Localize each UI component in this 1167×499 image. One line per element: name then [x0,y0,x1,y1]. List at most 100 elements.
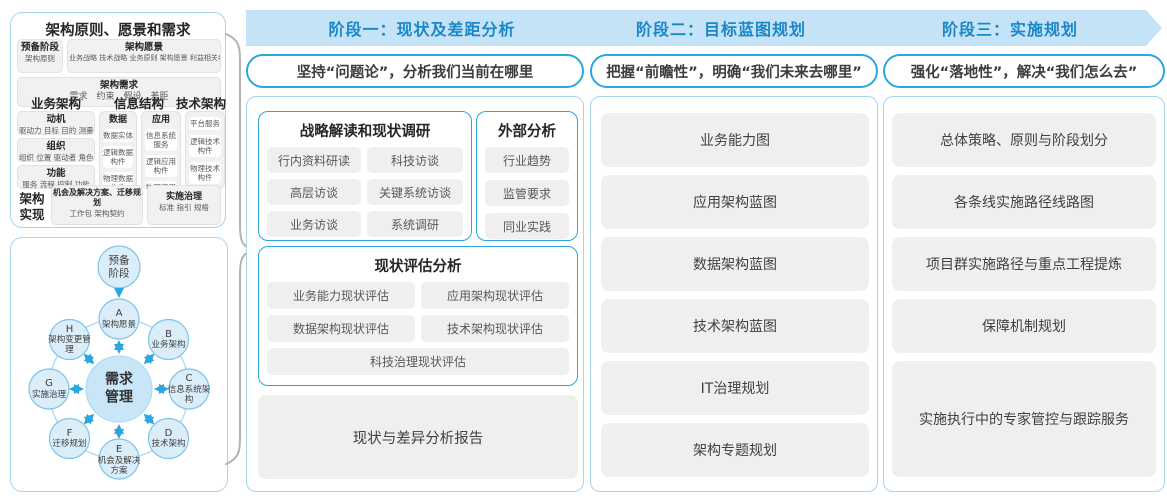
adm-node-d-letter: D [164,427,173,439]
phase1-column: 战略解读和现状调研 行内资料研读 科技访谈 高层访谈 关键系统访谈 业务访谈 系… [246,96,584,492]
survey-item: 业务访谈 [267,211,362,237]
adm-node-c-label: 信息系统架构 [167,384,211,405]
phase1-external-group: 外部分析 行业趋势 监管要求 同业实践 [476,111,578,241]
phase2-banner: 阶段二：目标蓝图规划 [562,10,880,46]
phase2-item: IT治理规划 [601,361,869,415]
phase2-column: 业务能力图 应用架构蓝图 数据架构蓝图 技术架构蓝图 IT治理规划 架构专题规划 [590,96,878,492]
tech-column: 平台服务 逻辑技术构件 物理技术构件 [185,111,225,189]
data-column: 数据 数据实体 逻辑数据构件 物理数据构件 [99,111,137,194]
adm-node-g-letter: G [45,378,53,390]
opportunities-migration-box: 机会及解决方案、迁移规划 工作包 架构契约 [51,185,143,225]
assessment-item: 业务能力现状评估 [267,282,415,309]
adm-node-b-circle [147,318,190,361]
prep-phase-title: 预备阶段 [20,42,59,53]
phase2-item: 架构专题规划 [601,423,869,477]
impl-governance-box: 实施治理 标准 指引 规格 [147,185,221,225]
adm-node-e-circle [98,438,140,480]
adm-node-e-label: 机会及解决方案 [97,455,141,476]
phase2-item: 数据架构蓝图 [601,237,869,291]
phase3-item: 各条线实施路径线路图 [892,175,1156,229]
adm-prep-label: 预备阶段 [108,254,130,279]
adm-node-a-circle [98,298,140,340]
phase1-slogan: 坚持“问题论”，分析我们当前在哪里 [246,54,584,88]
center-d-arrow [143,413,155,425]
adm-center-circle [85,355,153,423]
phase2-item: 应用架构蓝图 [601,175,869,229]
survey-item: 行内资料研读 [267,147,362,173]
phase2-slogan: 把握“前瞻性”，明确“我们未来去哪里” [590,54,878,88]
adm-node-g-label: 实施治理 [31,389,66,400]
motivation-sub: 驱动力 目标 目的 测量 [19,125,94,135]
adm-node-e-letter: E [115,444,123,456]
realization-title: 架构实现 [19,191,45,223]
data-column-title: 数据 [108,115,127,125]
adm-node-a-label: 架构愿景 [101,319,136,330]
center-h-arrow [83,353,95,365]
tech-item: 物理技术构件 [189,161,221,184]
phase2-item: 技术架构蓝图 [601,299,869,353]
adm-node-c-circle [168,368,210,410]
organization-box: 组织 组织 位置 驱动者 角色 [17,138,95,162]
adm-node-d-label: 技术架构 [151,439,186,450]
assessment-item: 技术架构现状评估 [421,315,569,342]
data-item: 数据实体 [103,128,133,142]
app-column-title: 应用 [151,115,170,125]
business-arch-title: 业务架构 [30,96,81,111]
vision-box: 架构愿景 业务战略 技术战略 业务原则 架构愿景 利益相关者 [67,39,221,73]
survey-item: 高层访谈 [267,179,362,205]
function-sub: 服务 流程 控制 功能 [22,179,89,189]
motivation-box: 动机 驱动力 目标 目的 测量 [17,111,95,135]
togaf-panel-title: 架构原则、愿景和需求 [45,23,191,39]
adm-node-h-label: 架构变更管理 [48,335,91,356]
phase3-banner: 阶段三：实施规划 [858,10,1162,46]
vision-sub: 业务战略 技术战略 业务原则 架构愿景 利益相关者 [69,53,221,62]
external-item: 监管要求 [485,180,569,206]
tech-arch-title: 技术架构 [175,96,226,111]
adm-node-b-letter: B [165,328,172,340]
opportunities-migration-sub: 工作包 架构契约 [69,208,125,218]
app-item: 逻辑应用构件 [145,154,177,177]
motivation-title: 动机 [46,114,66,125]
phase1-assessment-group: 现状评估分析 业务能力现状评估 应用架构现状评估 数据架构现状评估 技术架构现状… [258,246,578,386]
adm-node-c-letter: C [185,373,193,385]
adm-node-a-letter: A [115,308,123,320]
tech-item: 平台服务 [189,116,221,130]
assessment-item: 科技治理现状评估 [267,348,569,375]
requirements-sub: 需求 约束 假设 差距 [69,91,169,102]
survey-item: 系统调研 [367,211,463,237]
phase3-item: 总体策略、原则与阶段划分 [892,113,1156,167]
phase1-assessment-title: 现状评估分析 [374,259,462,275]
phase3-item: 实施执行中的专家管控与跟踪服务 [892,361,1156,477]
vision-title: 架构愿景 [124,42,163,53]
requirements-box: 架构需求 需求 约束 假设 差距 [17,77,221,107]
app-item: 信息系统服务 [145,128,177,151]
external-item: 同业实践 [485,213,569,239]
adm-node-d-circle [147,417,190,460]
phase3-slogan: 强化“落地性”，解决“我们怎么去” [883,54,1165,88]
organization-title: 组织 [46,141,66,152]
adm-node-f-circle [48,417,91,460]
adm-center-label: 需求管理 [105,371,133,406]
app-column: 应用 信息系统服务 逻辑应用构件 物理应用构件 [141,111,181,203]
assessment-item: 应用架构现状评估 [421,282,569,309]
phase1-banner: 阶段一：现状及差距分析 [246,10,598,46]
center-b-arrow [143,353,155,365]
organization-sub: 组织 位置 驱动者 角色 [19,152,94,162]
phase1-survey-group: 战略解读和现状调研 行内资料研读 科技访谈 高层访谈 关键系统访谈 业务访谈 系… [258,111,472,241]
adm-node-f-label: 迁移规划 [52,439,87,450]
impl-governance-sub: 标准 指引 规格 [159,203,209,213]
adm-node-h-circle [48,318,91,361]
prep-phase-sub: 架构原则 [25,53,55,63]
phase1-survey-title: 战略解读和现状调研 [299,124,431,140]
survey-item: 科技访谈 [367,147,463,173]
data-item: 逻辑数据构件 [103,145,133,168]
function-title: 功能 [46,168,66,179]
